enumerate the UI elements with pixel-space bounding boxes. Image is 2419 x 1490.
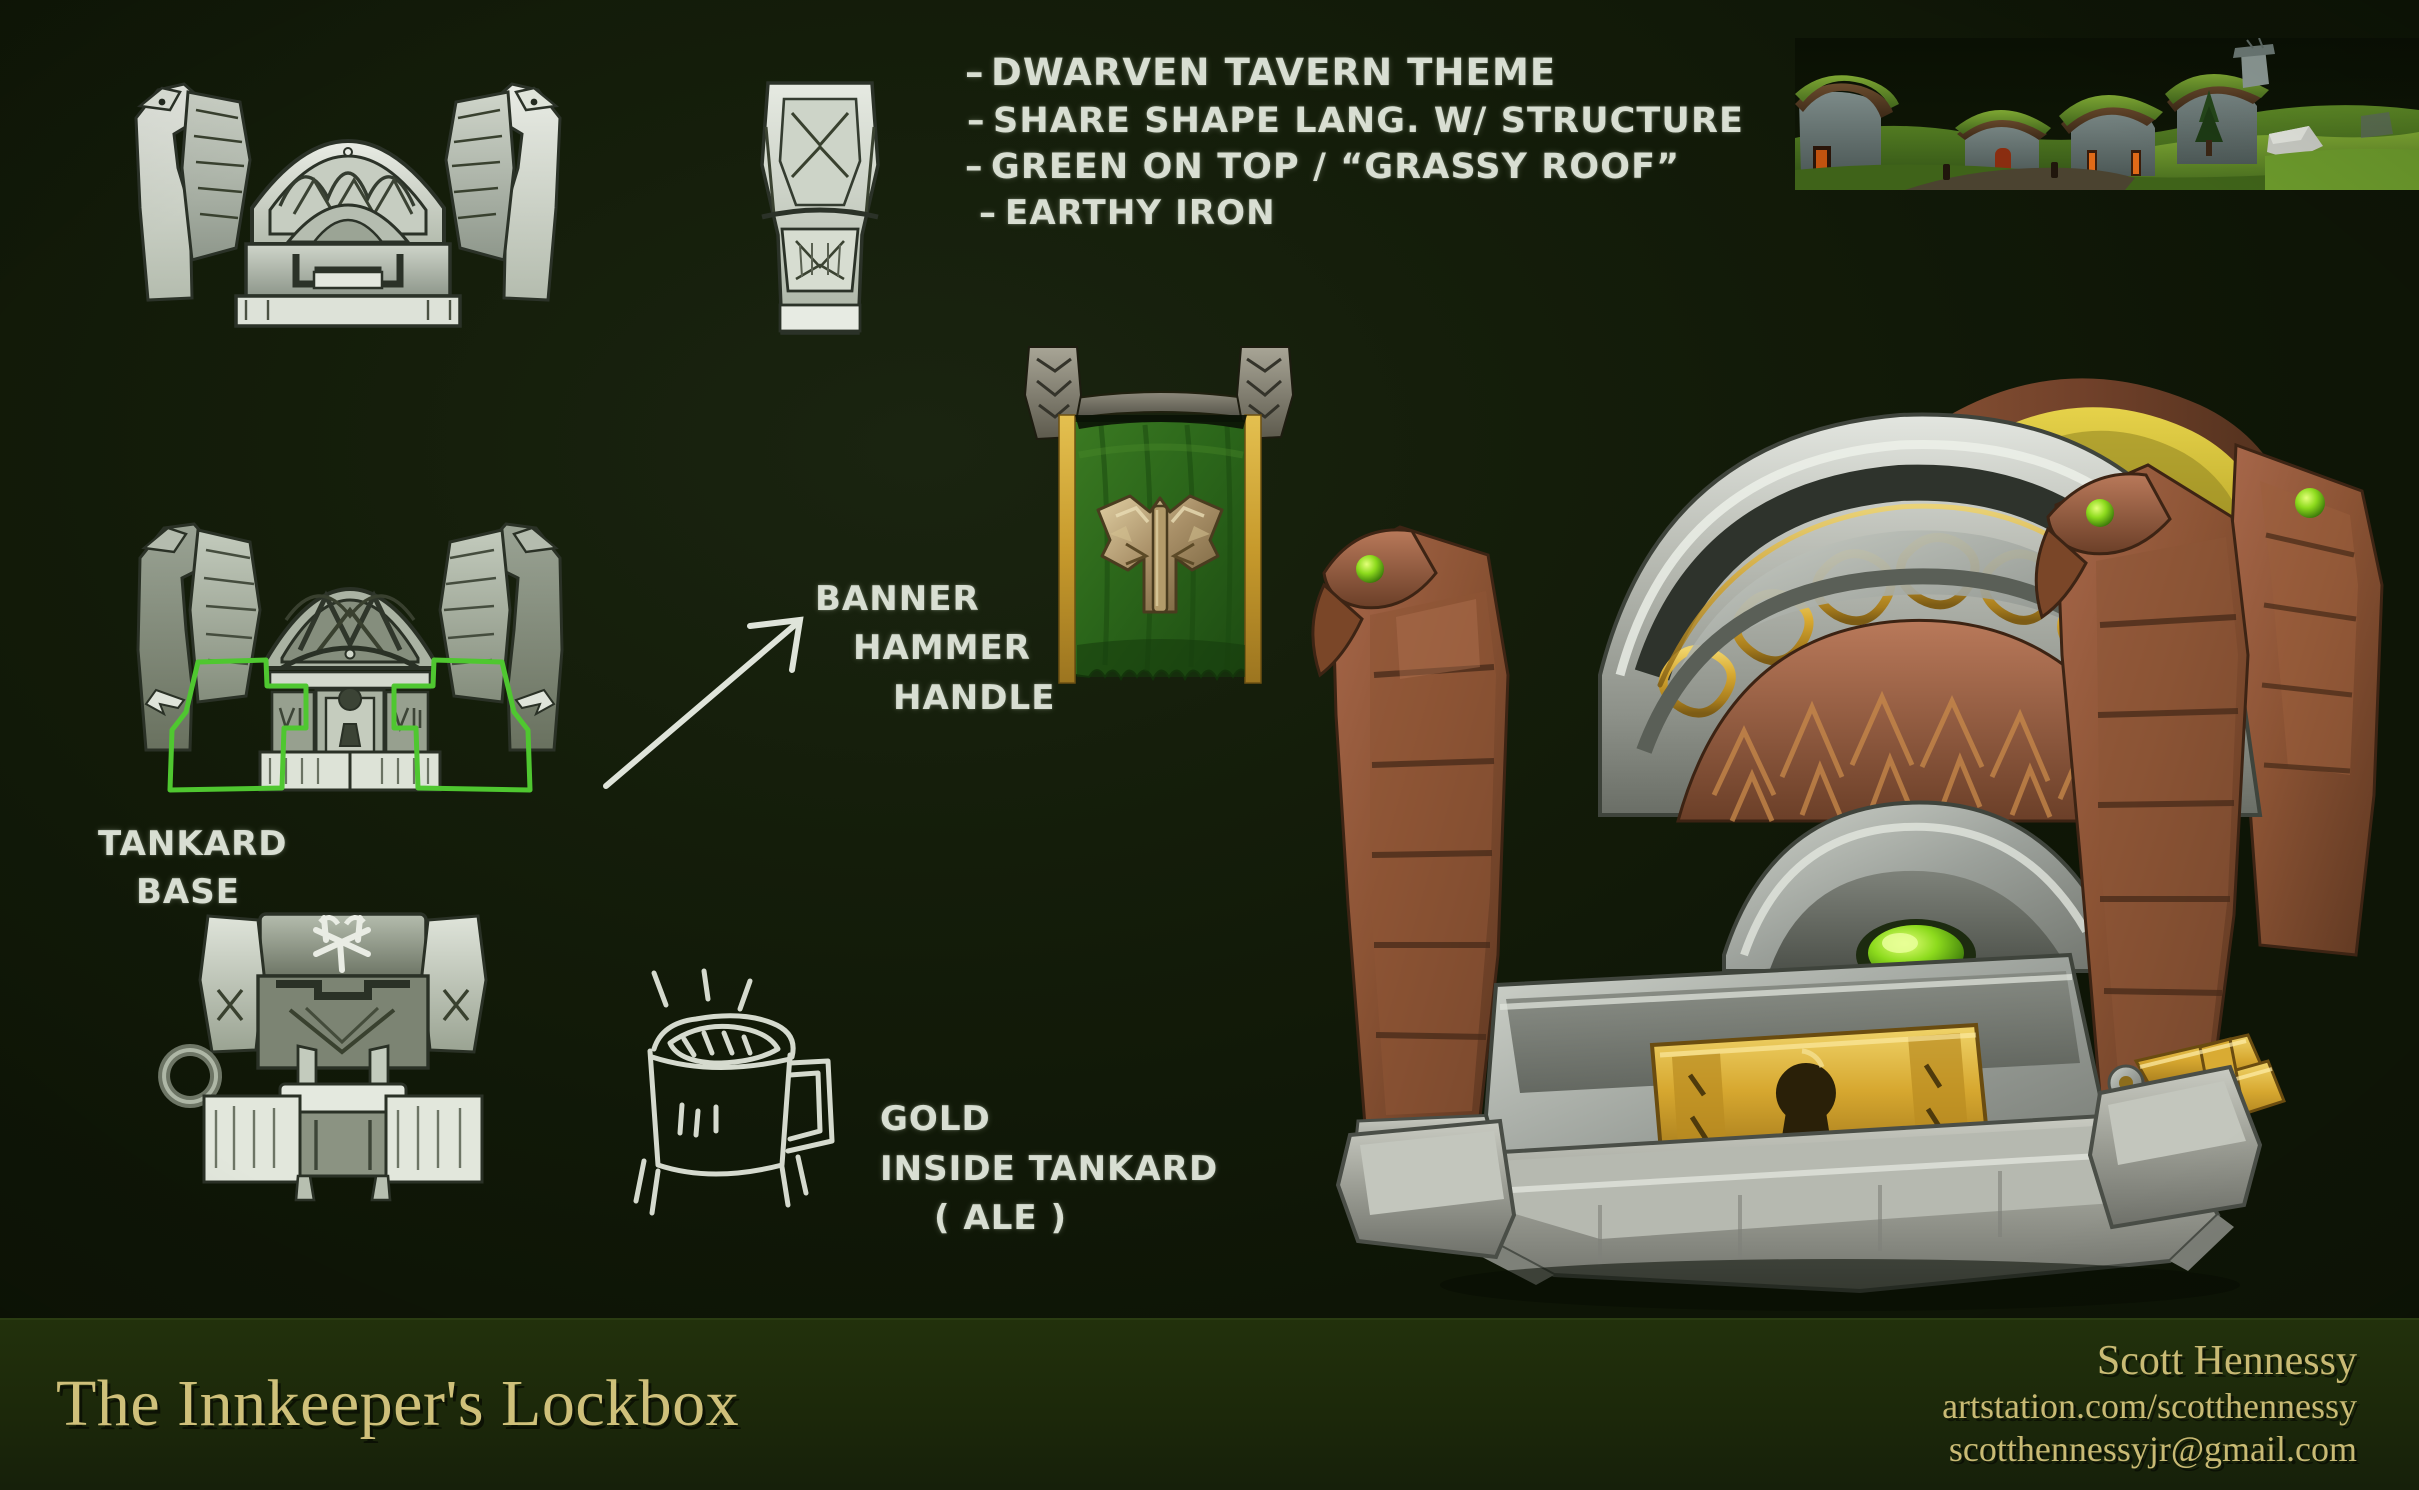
- side-profile-sketch: [740, 65, 900, 355]
- callout-tankard-line1: TANKARD: [98, 824, 288, 864]
- front-elevation-sketch: [118, 48, 578, 348]
- callout-gold-line3: ( ALE ): [934, 1198, 1068, 1239]
- dwarven-village-reference: [1795, 38, 2419, 190]
- callout-gold-line2: INSIDE TANKARD: [880, 1148, 1219, 1189]
- callout-tankard-base: TANKARD BASE: [98, 820, 288, 917]
- artist-name: Scott Hennessy: [2096, 1338, 2357, 1384]
- artist-email[interactable]: scotthennessyjr@gmail.com: [1948, 1428, 2357, 1469]
- artist-credits: Scott Hennessy artstation.com/scotthenne…: [1942, 1338, 2357, 1470]
- footer-bar: The Innkeeper's Lockbox Scott Hennessy a…: [0, 1318, 2419, 1490]
- design-note-1: –DWARVEN TAVERN THEME: [965, 51, 1557, 94]
- page-title: The Innkeeper's Lockbox: [56, 1367, 740, 1440]
- callout-gold-line1: GOLD: [880, 1099, 991, 1139]
- artist-portfolio-url[interactable]: artstation.com/scotthennessy: [1942, 1386, 2357, 1427]
- design-note-3: –GREEN ON TOP / “GRASSY ROOF”: [965, 147, 1681, 188]
- front-detail-sketch: [120, 500, 580, 810]
- callout-arrow: [603, 616, 804, 789]
- design-notes-list: –DWARVEN TAVERN THEME –SHARE SHAPE LANG.…: [965, 48, 1744, 237]
- rear-top-sketch: [130, 900, 550, 1220]
- hammer-banner: [1015, 345, 1305, 705]
- callout-gold-inside-tankard: GOLD INSIDE TANKARD ( ALE ): [880, 1095, 1218, 1244]
- design-note-4: –EARTHY IRON: [979, 193, 1276, 234]
- design-note-2: –SHARE SHAPE LANG. W/ STRUCTURE: [967, 100, 1745, 141]
- innkeepers-lockbox-render: [1300, 255, 2410, 1315]
- tankard-sketch: [622, 965, 892, 1235]
- callout-tankard-line2: BASE: [136, 872, 241, 913]
